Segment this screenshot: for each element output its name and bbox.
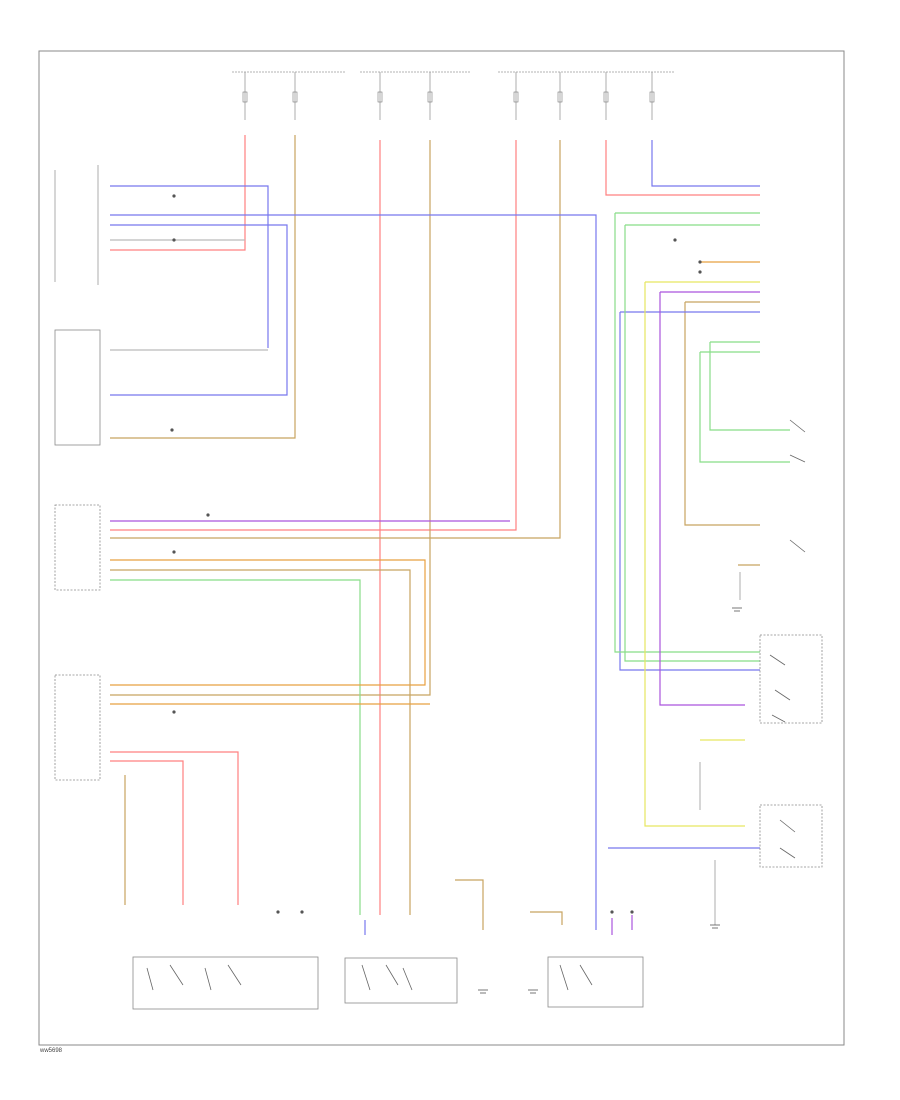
wire-red-1 xyxy=(110,135,246,251)
right-low-switch xyxy=(759,634,823,724)
right-upper-module xyxy=(789,419,806,463)
wire-tan-4 xyxy=(110,569,411,915)
diagram-frame xyxy=(38,50,845,1046)
wire-tan-2 xyxy=(110,140,431,696)
wire-tan-7 xyxy=(455,879,484,930)
wire-red-6 xyxy=(110,140,517,531)
wire-green-4 xyxy=(709,341,790,431)
wire-green-2 xyxy=(614,212,760,653)
wire-green-3 xyxy=(624,224,760,662)
fuse-group-1 xyxy=(232,71,345,120)
module-left-upper-mid xyxy=(54,504,101,591)
module-left-mid xyxy=(54,329,101,446)
wire-tan-1 xyxy=(110,135,296,439)
wire-blue-1 xyxy=(110,185,269,348)
switch-bottom-left xyxy=(132,956,319,1010)
right-components xyxy=(759,419,823,868)
wire-blue-3 xyxy=(110,224,288,396)
fuse-symbols xyxy=(242,91,655,103)
wire-blue-4 xyxy=(651,140,760,187)
wires xyxy=(110,135,790,935)
wire-purple-2 xyxy=(659,291,760,706)
wire-red-5 xyxy=(110,760,184,905)
wire-red-3 xyxy=(605,140,760,196)
wire-red-4 xyxy=(110,751,239,905)
wire-blue-6 xyxy=(619,311,760,671)
switch-bottom-right xyxy=(547,956,644,1008)
switch-bottom-mid xyxy=(344,957,458,1004)
splice-dots xyxy=(170,194,702,914)
fuse-group-3 xyxy=(498,71,675,120)
right-mid-switch xyxy=(789,539,806,553)
wire-yellow-1 xyxy=(644,281,760,827)
left-modules xyxy=(54,165,101,781)
wire-tan-8 xyxy=(530,911,563,925)
fuse-headers xyxy=(232,71,675,120)
module-left-lower xyxy=(54,674,101,781)
wire-blue-2 xyxy=(110,214,597,930)
wire-green-5 xyxy=(699,351,790,463)
bottom-switches xyxy=(132,607,742,1010)
right-bottom-switch xyxy=(759,804,823,868)
ground-symbols xyxy=(478,607,742,994)
wire-orange-1 xyxy=(110,559,426,686)
fuse-group-2 xyxy=(360,71,470,120)
wire-green-1 xyxy=(110,579,361,915)
wire-tan-6 xyxy=(684,301,760,526)
wire-tan-3 xyxy=(110,140,561,539)
module-left-top xyxy=(54,165,99,285)
footer-code: ww5698 xyxy=(39,1048,63,1054)
